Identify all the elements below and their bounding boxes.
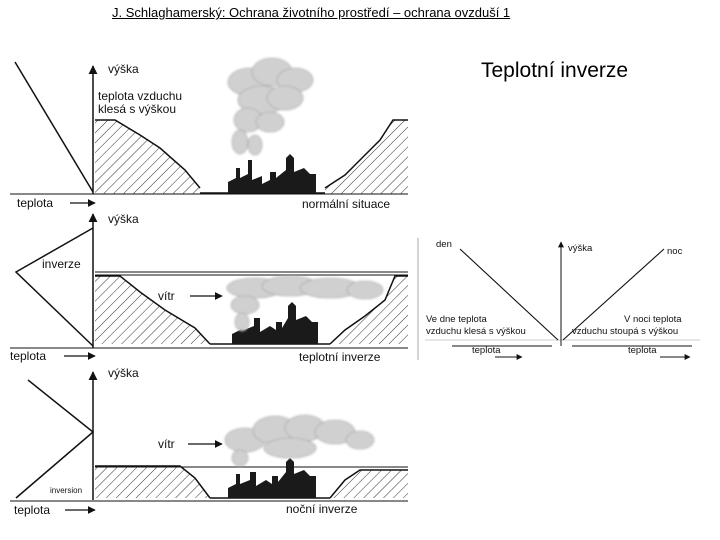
- panel-inversion: výška inverze vítr teplota teplotní inve…: [10, 212, 408, 364]
- page-header: J. Schlaghamerský: Ochrana životního pro…: [112, 5, 511, 20]
- temperature-profile-line: [14, 61, 94, 193]
- day-note-line2: vzduchu klesá s výškou: [426, 326, 526, 337]
- temp-label-right: teplota: [628, 345, 657, 356]
- smoke-plume: [224, 414, 375, 467]
- height-label: výška: [568, 243, 593, 254]
- wind-label: vítr: [158, 437, 175, 451]
- height-label: výška: [108, 366, 139, 380]
- terrain-left: [95, 276, 210, 344]
- temperature-profile-line: [14, 227, 94, 347]
- height-label: výška: [108, 212, 139, 226]
- night-label: noc: [667, 246, 683, 257]
- temperature-label: teplota: [10, 349, 46, 363]
- wind-label: vítr: [158, 289, 175, 303]
- night-note-line1: V noci teplota: [624, 314, 682, 325]
- day-night-diagram: den noc výška Ve dne teplota vzduchu kle…: [417, 238, 700, 360]
- terrain-right: [325, 120, 408, 194]
- town-silhouette: [232, 302, 318, 344]
- panel-night-inversion: výška inversion vítr teplota noční inver…: [10, 366, 408, 517]
- panel-caption: teplotní inverze: [299, 350, 381, 364]
- smoke-plume: [227, 57, 314, 156]
- temp-label-left: teplota: [472, 345, 501, 356]
- terrain-left: [95, 466, 210, 498]
- lapse-note-line1: teplota vzduchu: [98, 89, 182, 103]
- slide-title: Teplotní inverze: [481, 59, 629, 82]
- terrain-left: [95, 120, 200, 194]
- height-label: výška: [108, 62, 139, 76]
- town-silhouette: [228, 458, 316, 498]
- night-profile-line: [562, 248, 665, 341]
- inversion-label: inverze: [42, 257, 81, 271]
- temperature-label: teplota: [14, 503, 50, 517]
- temperature-profile-line: [15, 379, 95, 499]
- day-note-line1: Ve dne teplota: [426, 314, 487, 325]
- night-note-line2: vzduchu stoupá s výškou: [572, 326, 678, 337]
- day-label: den: [436, 239, 452, 250]
- lapse-note-line2: klesá s výškou: [98, 102, 176, 116]
- day-profile-line: [459, 248, 559, 341]
- inversion-label: inversion: [50, 486, 82, 495]
- temperature-label: teplota: [17, 196, 53, 210]
- panel-caption: normální situace: [302, 197, 390, 211]
- panel-caption: noční inverze: [286, 502, 358, 516]
- town-silhouette: [228, 154, 316, 193]
- smoke-trapped: [226, 275, 384, 332]
- panel-normal: výška teplota vzduchu klesá s výškou tep…: [10, 57, 408, 211]
